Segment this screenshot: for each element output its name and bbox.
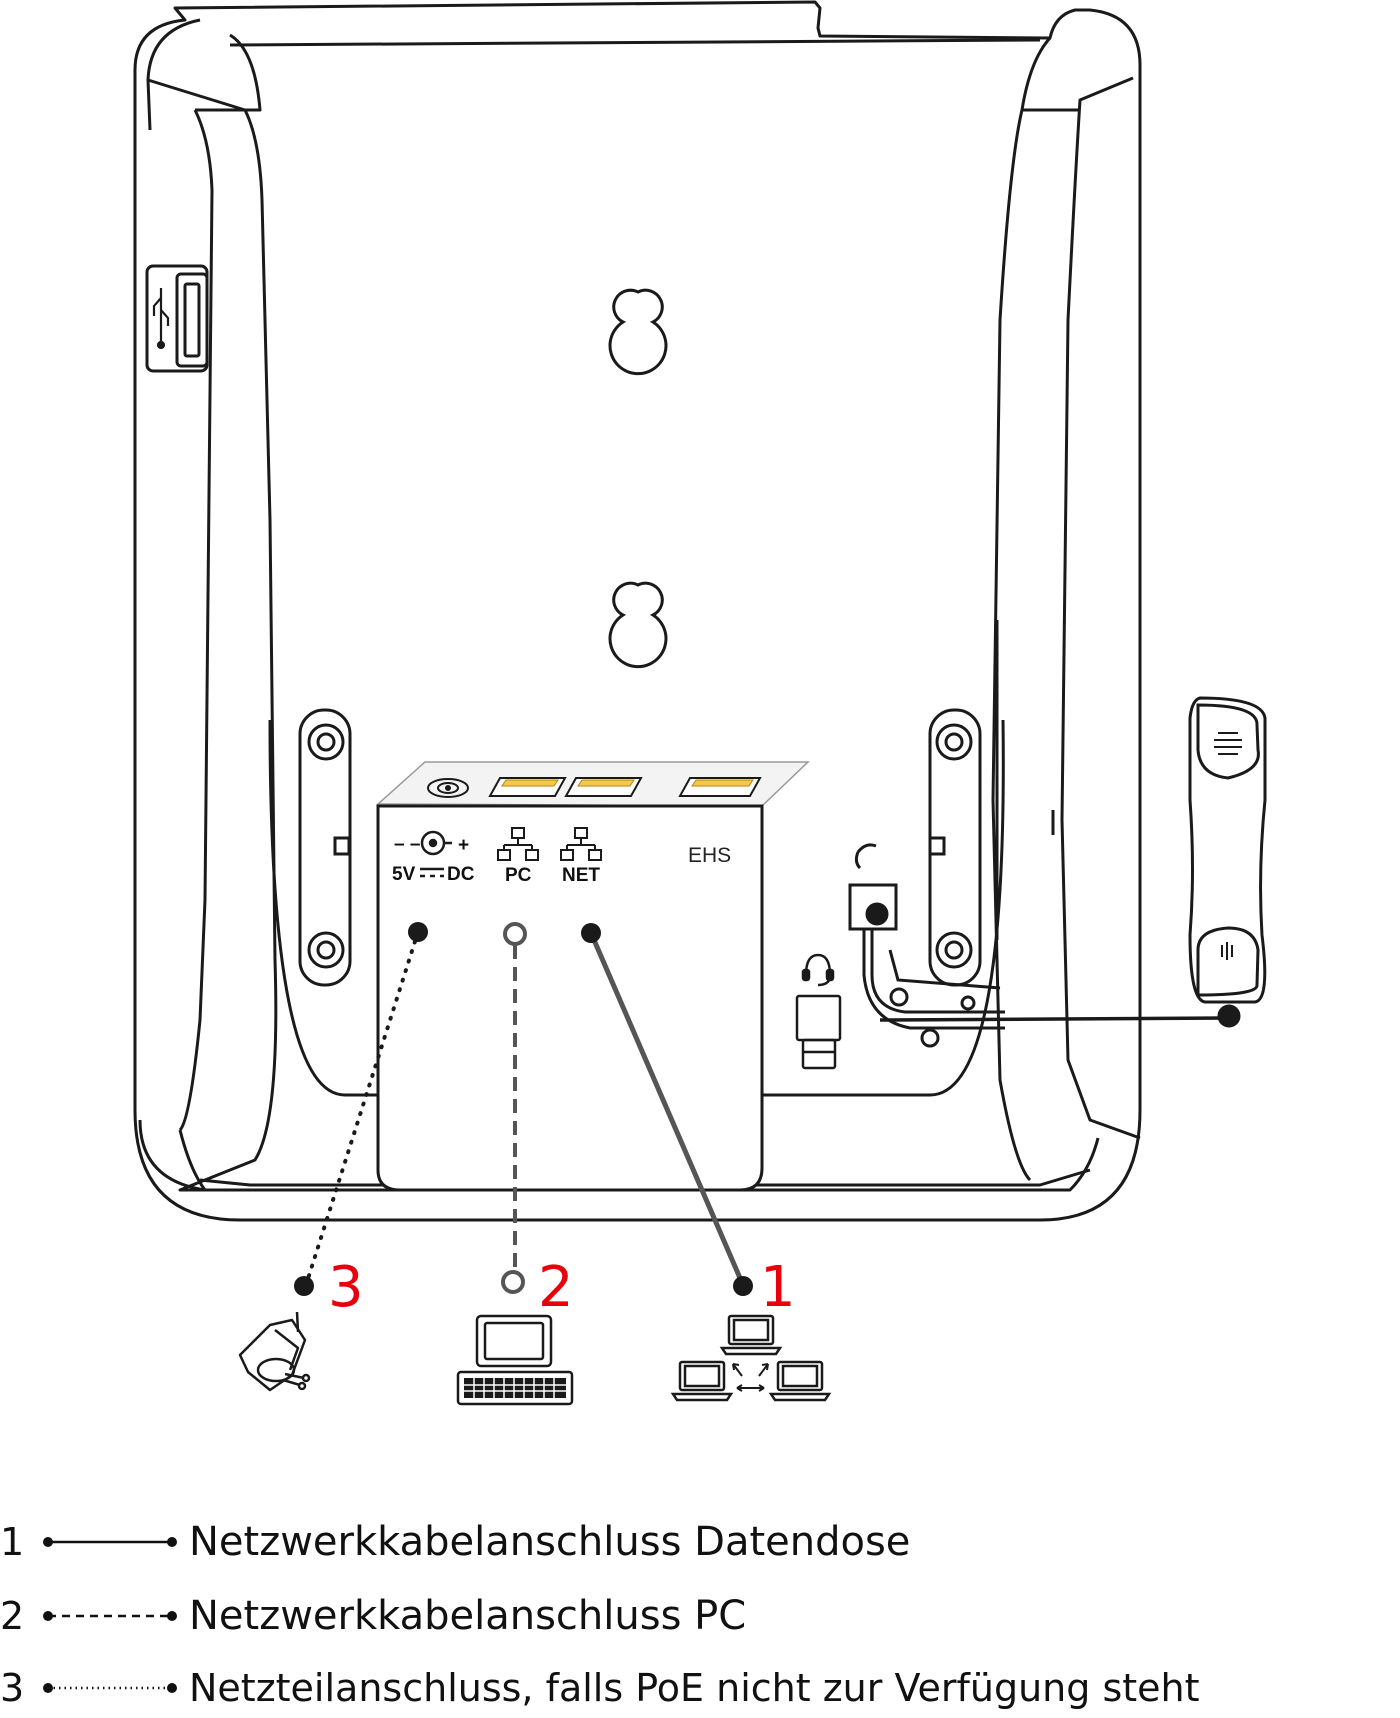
pc-port-label: PC <box>505 865 532 886</box>
legend-number: 3 <box>0 1666 25 1710</box>
legend-text: Netzwerkkabelanschluss Datendose <box>189 1519 911 1565</box>
callout-2: 2 <box>538 1255 574 1320</box>
legend-text: Netzteilanschluss, falls PoE nicht zur V… <box>189 1666 1200 1710</box>
handset-icon <box>1188 696 1267 1004</box>
rj45-pc-top <box>488 777 567 797</box>
stand-rail-left <box>268 708 380 1097</box>
legend-item-3: 3 Netzteilanschluss, falls PoE nicht zur… <box>0 1658 1400 1718</box>
rj45-ehs-top <box>678 777 762 797</box>
power-adapter-icon <box>238 1311 311 1392</box>
power-port-symbol <box>420 830 452 856</box>
net-port-label: NET <box>562 865 600 886</box>
legend-number: 1 <box>0 1520 25 1564</box>
power-label-5v: 5V <box>392 864 416 885</box>
legend-dotted-line <box>43 1683 177 1693</box>
wall-mount-hole-top <box>608 288 668 376</box>
stand-rail-right <box>762 708 1005 1097</box>
net-network-symbol <box>560 827 602 861</box>
connector-panel <box>376 761 810 1192</box>
rj45-net-top <box>564 777 643 797</box>
cable-pc-dashed <box>501 922 527 1294</box>
computer-icon <box>456 1314 574 1406</box>
power-jack-top <box>427 778 469 798</box>
power-top-dashes: – – <box>394 834 420 855</box>
power-label-dc: DC <box>447 864 475 885</box>
legend-dashed-line <box>43 1611 177 1621</box>
cable-net-solid <box>581 923 753 1296</box>
legend-item-1: 1 Netzwerkkabelanschluss Datendose <box>0 1512 1400 1572</box>
network-icon <box>670 1314 832 1402</box>
pc-network-symbol <box>497 827 539 861</box>
ehs-port-label: EHS <box>688 844 731 867</box>
wall-mount-hole-bottom <box>608 581 668 669</box>
phone-back-diagram: – – + 5V DC PC NET EHS 1 <box>133 0 1267 1406</box>
phone-body <box>133 0 1142 1222</box>
callout-3: 3 <box>328 1255 364 1320</box>
usb-port <box>145 264 209 373</box>
legend-solid-line <box>43 1537 177 1547</box>
usb-icon <box>152 288 170 350</box>
legend-number: 2 <box>0 1594 25 1638</box>
callout-1: 1 <box>760 1255 796 1320</box>
cable-power-dotted <box>294 922 428 1296</box>
handset-port-icon <box>854 843 877 870</box>
dc-symbol <box>420 867 444 878</box>
headset-port <box>795 953 842 1070</box>
legend-item-2: 2 Netzwerkkabelanschluss PC <box>0 1586 1400 1646</box>
headset-icon <box>801 953 835 987</box>
legend-text: Netzwerkkabelanschluss PC <box>189 1593 747 1639</box>
handset-port <box>848 843 1241 1048</box>
power-plus: + <box>458 835 469 856</box>
